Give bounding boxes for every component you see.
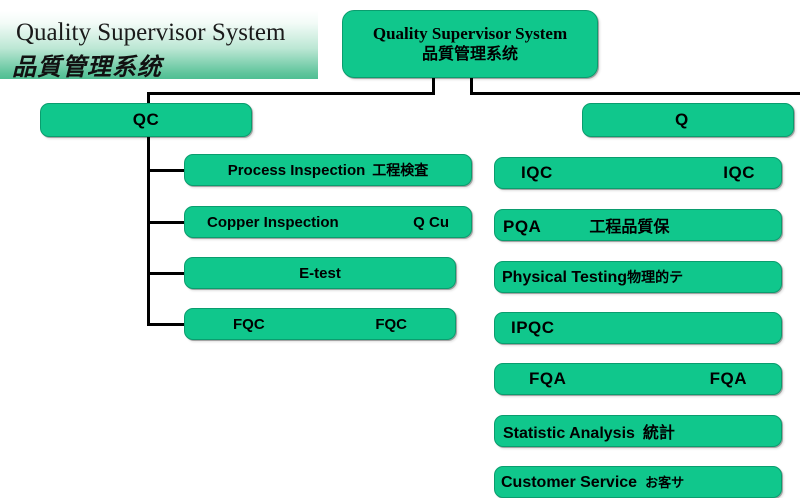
node-e-test-label-en: E-test bbox=[299, 264, 341, 282]
title-banner: Quality Supervisor System 品質管理系统 bbox=[0, 11, 318, 79]
node-copper-inspection[interactable]: Copper Inspection Q Cu bbox=[184, 206, 472, 238]
connector-root-right-drop bbox=[470, 78, 473, 94]
node-pqa-label-en: PQA bbox=[503, 217, 542, 236]
connector-right-horizontal bbox=[470, 92, 800, 95]
connector-left-stub-3 bbox=[147, 272, 186, 275]
connector-left-stub-2 bbox=[147, 221, 186, 224]
node-qc-header-label: QC bbox=[132, 110, 160, 129]
node-iqc-label-en: IQC bbox=[521, 163, 553, 182]
connector-qc-drop bbox=[147, 92, 150, 106]
connector-root-left-drop bbox=[432, 78, 435, 94]
node-ipqc-label-en: IPQC bbox=[511, 318, 555, 337]
node-iqc-label-zh: IQC bbox=[723, 163, 755, 182]
node-qa-header-label: Q bbox=[675, 110, 689, 129]
node-ipqc[interactable]: IPQC bbox=[494, 312, 782, 344]
node-iqc[interactable]: IQC IQC bbox=[494, 157, 782, 189]
node-fqc[interactable]: FQC FQC bbox=[184, 308, 456, 340]
node-pqa-label-zh: 工程品質保 bbox=[589, 217, 670, 236]
node-e-test[interactable]: E-test bbox=[184, 257, 456, 289]
node-statistic-analysis-label-zh: 統計 bbox=[642, 423, 675, 442]
node-pqa[interactable]: PQA 工程品質保 bbox=[494, 209, 782, 241]
node-physical-testing[interactable]: Physical Testing 物理的テ bbox=[494, 261, 782, 293]
connector-left-stub-4 bbox=[147, 323, 186, 326]
node-customer-service[interactable]: Customer Service お客サ bbox=[494, 466, 782, 498]
connector-left-horizontal bbox=[147, 92, 435, 95]
banner-title-chinese: 品質管理系统 bbox=[12, 53, 162, 79]
node-root-quality-supervisor-system[interactable]: Quality Supervisor System 品質管理系统 bbox=[342, 10, 598, 78]
node-fqa-label-en: FQA bbox=[529, 369, 567, 388]
node-root-label-chinese: 品質管理系统 bbox=[421, 44, 518, 63]
node-customer-service-label-en: Customer Service bbox=[501, 474, 638, 491]
node-statistic-analysis-label-en: Statistic Analysis bbox=[503, 425, 635, 442]
node-fqc-label-zh: FQC bbox=[375, 315, 407, 333]
node-qc-header[interactable]: QC bbox=[40, 103, 252, 137]
node-fqc-label-en: FQC bbox=[233, 315, 265, 333]
node-root-label-english: Quality Supervisor System bbox=[372, 24, 568, 43]
connector-left-stub-1 bbox=[147, 169, 186, 172]
node-physical-testing-label-zh: 物理的テ bbox=[627, 270, 684, 286]
node-qa-header[interactable]: Q bbox=[582, 103, 794, 137]
node-process-inspection-label-zh: 工程検査 bbox=[372, 163, 429, 179]
node-fqa[interactable]: FQA FQA bbox=[494, 363, 782, 395]
connector-left-trunk bbox=[147, 135, 150, 326]
node-customer-service-label-zh: お客サ bbox=[645, 476, 685, 491]
node-fqa-label-zh: FQA bbox=[709, 369, 747, 388]
node-copper-inspection-label-en: Copper Inspection bbox=[207, 213, 339, 231]
node-process-inspection-label-en: Process Inspection bbox=[227, 162, 366, 179]
node-physical-testing-label-en: Physical Testing bbox=[502, 269, 628, 286]
banner-title-english: Quality Supervisor System bbox=[16, 19, 286, 46]
node-copper-inspection-label-zh: Q Cu bbox=[413, 213, 449, 231]
node-process-inspection[interactable]: Process Inspection 工程検査 bbox=[184, 154, 472, 186]
node-statistic-analysis[interactable]: Statistic Analysis 統計 bbox=[494, 415, 782, 447]
